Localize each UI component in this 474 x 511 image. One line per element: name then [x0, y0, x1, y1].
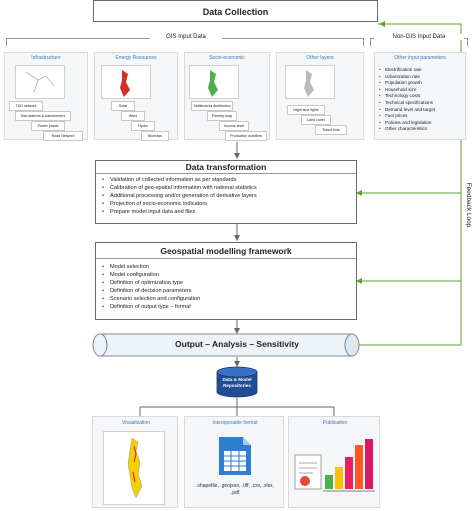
layer-label: Wind [121, 111, 145, 121]
framework-title: Geospatial modelling framework [160, 246, 292, 256]
category-energy-resources: Energy Resources Solar Wind Hydro Biomas… [94, 52, 178, 141]
transformation-item: Projection of socio-economic indicators [102, 200, 352, 208]
other-params-title: Other input parameters [394, 55, 446, 61]
layer-label: Land cover [301, 115, 331, 125]
transformation-item: Validation of collected information as p… [102, 176, 352, 184]
layer-label: Travel time [315, 125, 347, 135]
output-visualization: Visualization [92, 416, 178, 508]
layer-label: Road Network [43, 131, 83, 141]
param-item: Demand level and target [379, 107, 465, 114]
framework-item: Definition of optimization type [102, 279, 352, 287]
category-title: Energy Resources [115, 55, 157, 61]
feedback-loop-label: Feedback Loop [465, 182, 472, 228]
param-item: Fuel prices [379, 113, 465, 120]
map-sheet [285, 65, 335, 99]
category-socio-economic: Socio-economic Settlements distribution … [184, 52, 270, 141]
other-input-parameters: Other input parameters Electrification r… [374, 52, 466, 140]
param-item: Other characteristics [379, 126, 465, 133]
data-collection-title: Data Collection [93, 0, 378, 22]
transformation-title: Data transformation [185, 162, 267, 172]
output-title-publication: Publication [322, 420, 348, 426]
transformation-list: Validation of collected information as p… [102, 176, 352, 217]
framework-item: Model configuration [102, 271, 352, 279]
layer-label: Sub-stations & transformers [15, 111, 71, 121]
layer-label: T&D network [9, 101, 43, 111]
map-sheet [101, 65, 151, 99]
transformation-item: Calibration of geo-spatial information w… [102, 184, 352, 192]
format-caption: .shapefile, .geojson, .tiff, .csv, .xlsx… [196, 483, 274, 496]
network-map-icon [25, 71, 55, 93]
other-params-list: Electrification rate Urbanization rate P… [379, 67, 465, 133]
repository-label: Data & Model Repositories [222, 377, 252, 388]
framework-item: Model selection [102, 263, 352, 271]
map-sheet [189, 65, 239, 99]
layer-label: Solar [111, 101, 135, 111]
layer-label: Power plants [31, 121, 65, 131]
param-item: Technical specifications [379, 100, 465, 107]
layer-label: Hydro [131, 121, 155, 131]
publication-chart-icon [294, 439, 375, 492]
category-infrastructure: Infrastructure T&D network Sub-stations … [4, 52, 88, 141]
database-icon [216, 366, 258, 398]
output-title-interoperable: Interoperable format [212, 420, 258, 426]
transformation-header: Data transformation [96, 161, 356, 174]
gis-input-label: GIS Input Data [150, 34, 222, 40]
country-map-icon [127, 437, 143, 499]
category-other-layers: Other layers Night time lights Land cove… [276, 52, 364, 140]
night-lights-map-icon [304, 70, 314, 97]
output-interoperable: Interoperable format .shapefile, .geojso… [184, 416, 284, 508]
framework-list: Model selection Model configuration Defi… [102, 263, 352, 312]
param-item: Technology costs [379, 93, 465, 100]
layer-label: Poverty map [207, 111, 237, 121]
layer-label: Settlements distribution [191, 101, 233, 111]
output-title-visualization: Visualization [122, 420, 150, 426]
map-sheet [103, 431, 165, 505]
non-gis-input-label: Non-GIS Input Data [374, 34, 464, 40]
layer-label: Income level [219, 121, 249, 131]
param-item: Electrification rate [379, 67, 465, 74]
population-map-icon [208, 70, 218, 97]
param-item: Policies and legislation [379, 120, 465, 127]
arrow-repository-to-outputs [139, 398, 335, 416]
map-sheet [15, 65, 65, 99]
category-title: Other layers [306, 55, 334, 61]
transformation-item: Additional processing and/or generation … [102, 192, 352, 200]
transformation-item: Prepare model input data and files [102, 208, 352, 216]
framework-header: Geospatial modelling framework [96, 243, 356, 259]
category-title: Infrastructure [31, 55, 61, 61]
param-item: Household size [379, 87, 465, 94]
solar-map-icon [120, 70, 130, 97]
framework-item: Scenario selection and configuration [102, 295, 352, 303]
param-item: Population growth [379, 80, 465, 87]
output-cylinder [92, 333, 360, 357]
framework-item: Definition of decision parameters [102, 287, 352, 295]
data-transformation-box: Data transformation Validation of collec… [95, 160, 357, 224]
spreadsheet-icon [219, 437, 251, 475]
category-title: Socio-economic [209, 55, 245, 61]
layer-label: Biomass [141, 131, 169, 141]
modelling-framework-box: Geospatial modelling framework Model sel… [95, 242, 357, 320]
output-title: Output – Analysis – Sensitivity [175, 339, 299, 349]
layer-label: Night time lights [287, 105, 325, 115]
param-item: Urbanization rate [379, 74, 465, 81]
layer-label: Productive activities [225, 131, 267, 141]
framework-item: Definition of output type – format [102, 303, 352, 311]
output-publication: Publication [288, 416, 380, 508]
